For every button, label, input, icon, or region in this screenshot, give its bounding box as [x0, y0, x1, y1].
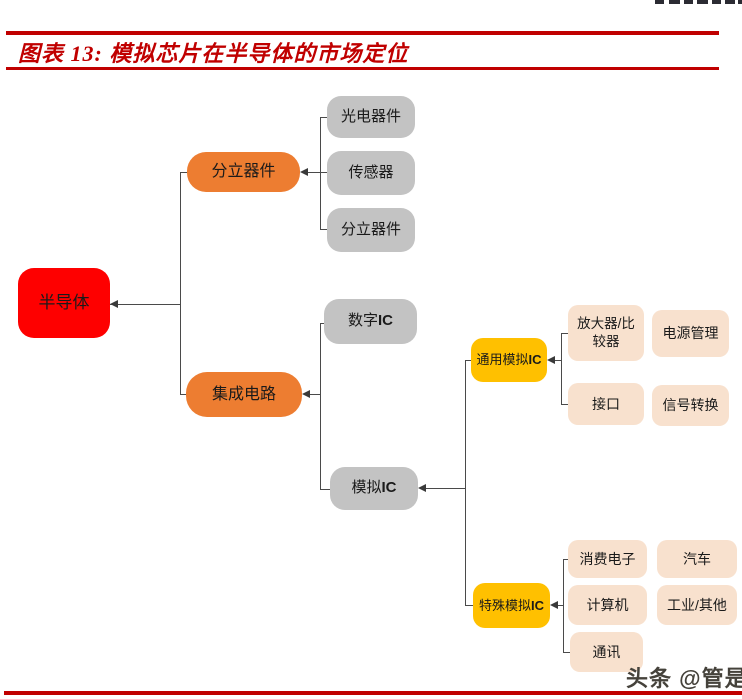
- node-sensor: 传感器: [327, 151, 415, 195]
- node-label: 放大器/比较器: [577, 315, 635, 349]
- connector-line: [556, 605, 564, 606]
- node-interface: 接口: [568, 383, 644, 425]
- node-label: 通用模拟: [476, 352, 529, 368]
- watermark-toutiao: 头条 @管是: [626, 666, 742, 691]
- connector-line: [320, 323, 325, 324]
- node-integrated-circuit: 集成电路: [186, 372, 302, 417]
- arrowhead-left-icon: [550, 601, 558, 609]
- node-label-bold: IC: [528, 352, 542, 368]
- node-label-bold: IC: [378, 312, 393, 330]
- node-label: 集成电路: [211, 385, 276, 403]
- node-discrete-devices-parent: 分立器件: [187, 152, 300, 192]
- node-power-management: 电源管理: [652, 310, 729, 357]
- arrowhead-left-icon: [302, 390, 310, 398]
- node-signal-conversion: 信号转换: [652, 385, 729, 426]
- node-optoelectronics: 光电器件: [327, 96, 415, 138]
- connector-line: [561, 333, 569, 334]
- connector-line: [465, 605, 474, 606]
- arrowhead-left-icon: [418, 484, 426, 492]
- connector-line: [180, 172, 188, 173]
- clipped-text-fragment: [655, 0, 664, 4]
- connector-line: [424, 488, 466, 489]
- connector-line: [561, 333, 562, 405]
- connector-line: [561, 404, 569, 405]
- node-label-bold: IC: [531, 597, 544, 613]
- node-label: 特殊模拟: [478, 597, 531, 613]
- node-label: 数字: [347, 312, 378, 330]
- connector-line: [320, 323, 321, 489]
- title-top-rule: [6, 31, 719, 35]
- connector-line: [304, 172, 328, 173]
- connector-line: [563, 559, 564, 653]
- title-bottom-rule: [6, 67, 719, 70]
- node-label: 计算机: [586, 596, 629, 613]
- connector-line: [320, 489, 331, 490]
- figure-title: 图表 13: 模拟芯片在半导体的市场定位: [18, 41, 409, 66]
- node-amplifier-comparator: 放大器/比较器: [568, 305, 644, 361]
- node-industrial-other: 工业/其他: [657, 585, 737, 625]
- arrowhead-left-icon: [300, 168, 308, 176]
- node-discrete-devices-leaf: 分立器件: [327, 208, 415, 252]
- clipped-text-fragment: [697, 0, 708, 4]
- connector-line: [320, 229, 328, 230]
- connector-line: [465, 360, 466, 606]
- connector-line: [563, 652, 571, 653]
- node-semiconductor: 半导体: [18, 268, 110, 338]
- node-label: 电源管理: [662, 325, 719, 342]
- connector-line: [180, 172, 181, 395]
- node-label: 光电器件: [340, 107, 401, 125]
- node-automotive: 汽车: [657, 540, 737, 578]
- clipped-text-fragment: [684, 0, 693, 4]
- node-label: 分立器件: [211, 163, 276, 181]
- node-label: 传感器: [348, 163, 394, 181]
- connector-line: [308, 394, 321, 395]
- node-label: 通讯: [592, 643, 621, 660]
- arrowhead-left-icon: [547, 356, 555, 364]
- node-label-bold: IC: [381, 479, 397, 497]
- node-label: 汽车: [683, 550, 711, 567]
- connector-line: [465, 360, 472, 361]
- node-label: 模拟: [351, 479, 382, 497]
- node-communication: 通讯: [570, 632, 643, 672]
- arrowhead-left-icon: [110, 300, 118, 308]
- clipped-text-fragment: [669, 0, 680, 4]
- node-computer: 计算机: [568, 585, 647, 625]
- connector-line: [320, 117, 321, 230]
- node-label: 接口: [592, 395, 620, 412]
- connector-line: [553, 360, 562, 361]
- connector-line: [320, 117, 328, 118]
- node-label: 半导体: [38, 292, 90, 312]
- connector-line: [110, 304, 180, 305]
- node-label: 消费电子: [579, 550, 636, 567]
- node-consumer-electronics: 消费电子: [568, 540, 647, 578]
- connector-line: [563, 559, 569, 560]
- clipped-text-fragment: [725, 0, 735, 4]
- footer-rule: [4, 691, 742, 695]
- connector-line: [180, 394, 187, 395]
- clipped-text-fragment: [738, 0, 742, 4]
- node-label: 工业/其他: [667, 596, 727, 613]
- clipped-text-fragment: [712, 0, 721, 4]
- node-label: 信号转换: [662, 397, 719, 414]
- node-label: 分立器件: [340, 220, 401, 238]
